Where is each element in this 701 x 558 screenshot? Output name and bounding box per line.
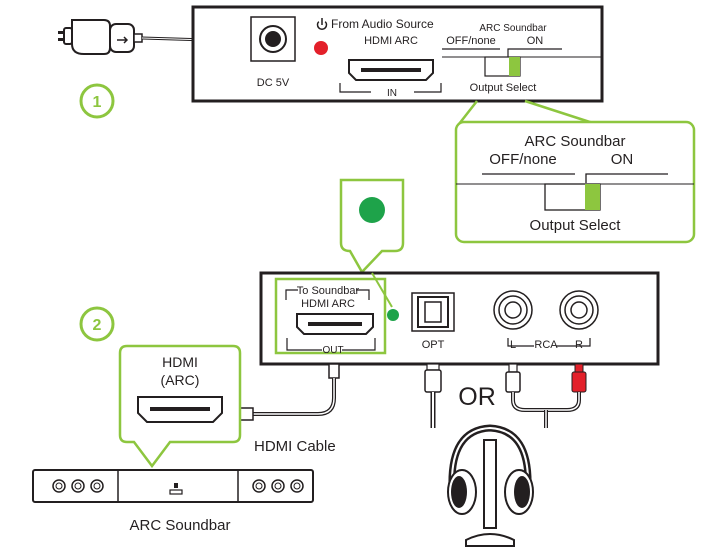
callout-hdmi-label: HDMI [162,354,198,370]
optical-port [411,292,455,332]
out-label: OUT [322,345,343,356]
hdmi-cable [228,363,340,421]
green-led-callout [339,178,405,275]
top-output-switch[interactable] [484,56,521,77]
zoom-output-switch[interactable] [544,183,601,211]
top-output-select-label: Output Select [470,82,537,94]
callout-arc-label: (ARC) [161,372,200,388]
soundbar-device [32,469,314,503]
dc-label: DC 5V [257,77,290,89]
rca-right-port [559,290,599,330]
hdmi-cable-label: HDMI Cable [254,438,336,455]
l-label: L [510,339,516,351]
headphones-icon [447,424,534,547]
top-hdmi-port [348,59,434,81]
zoom-arc-soundbar-label: ARC Soundbar [525,133,626,150]
rca-label: RCA [534,339,558,351]
top-arc-soundbar-label: ARC Soundbar [479,23,547,34]
power-icon [316,18,328,30]
power-adapter [58,19,143,55]
svg-text:1: 1 [93,94,102,111]
audio-source-label: From Audio Source [331,17,434,31]
step-1-marker: 1 [79,83,115,119]
top-off-label: OFF/none [446,35,496,47]
or-label: OR [458,383,496,411]
r-label: R [575,339,583,351]
opt-label: OPT [422,339,445,351]
green-led-zoom [359,197,385,223]
zoom-off-label: OFF/none [489,151,557,168]
output-select-zoom-box [454,120,696,244]
optical-cable [424,363,442,428]
soundbar-label: ARC Soundbar [130,517,231,534]
rca-left-port [493,290,533,330]
hdmi-out-highlight [274,277,387,355]
callout-hdmi-port [137,396,223,423]
green-status-led [387,309,399,321]
zoom-on-label: ON [611,151,634,168]
in-label: IN [387,88,397,99]
dc-port [250,16,296,62]
bottom-hdmi-arc-label: HDMI ARC [301,298,355,310]
top-hdmi-arc-label: HDMI ARC [364,35,418,47]
to-soundbar-label: To Soundbar [297,285,360,297]
red-indicator-led [314,41,328,55]
rca-white-plug [505,363,546,412]
rca-red-plug [544,363,587,428]
svg-text:2: 2 [93,317,102,334]
top-on-label: ON [527,35,544,47]
bottom-hdmi-port [296,313,374,335]
zoom-output-select-label: Output Select [530,217,622,234]
step-2-marker: 2 [79,306,115,342]
